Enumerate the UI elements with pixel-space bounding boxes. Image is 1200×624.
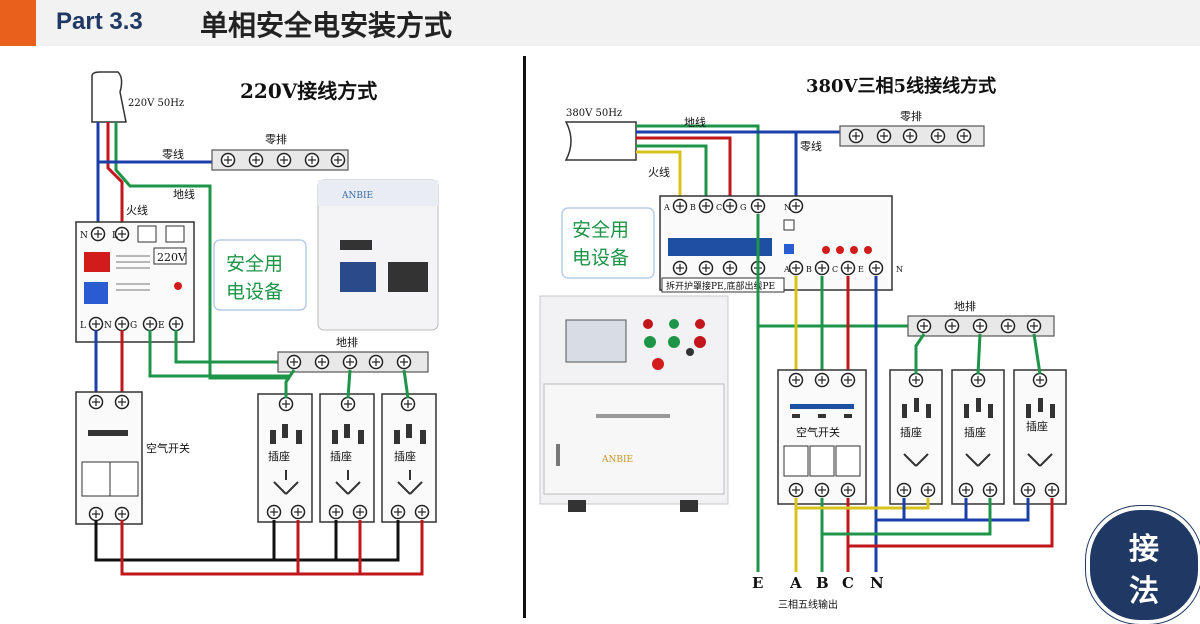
power-plug — [91, 71, 127, 123]
neutral-bus-label-380v: 零排 — [900, 109, 922, 123]
device-photo-left: ANBIE — [317, 179, 439, 331]
device-label-box-right — [561, 207, 655, 279]
neutral-label-380v: 零线 — [800, 139, 822, 153]
output-C: C — [842, 574, 854, 592]
svg-text:N: N — [104, 321, 112, 331]
air-breaker-220v — [75, 391, 143, 525]
svg-text:B: B — [690, 203, 696, 212]
ground-bus-label: 地排 — [336, 335, 358, 349]
page-title: 单相安全电安装方式 — [200, 9, 453, 42]
svg-text:B: B — [806, 265, 812, 274]
method-badge: 接 法 — [1086, 506, 1200, 624]
breaker-label-380v: 空气开关 — [796, 425, 840, 439]
socket-380v-2: 插座 — [951, 369, 1005, 505]
svg-text:安全用: 安全用 — [572, 219, 629, 241]
svg-text:电设备: 电设备 — [226, 281, 283, 303]
svg-text:L: L — [80, 321, 86, 331]
output-A: A — [789, 574, 802, 592]
device-note: 拆开护罩接PE,底部出线PE — [666, 280, 775, 292]
svg-text:插座: 插座 — [330, 449, 352, 463]
neutral-bus-label: 零排 — [265, 132, 287, 146]
badge-line1: 接 — [1129, 532, 1159, 567]
output-E: E — [752, 574, 763, 592]
svg-text:ANBIE: ANBIE — [341, 191, 373, 201]
neutral-label: 零线 — [162, 147, 184, 161]
display-220v: 220V — [157, 251, 187, 264]
live-label: 火线 — [126, 203, 148, 217]
wire-live-down — [106, 122, 124, 228]
air-breaker-380v — [777, 369, 867, 505]
output-N: N — [870, 574, 884, 592]
svg-text:插座: 插座 — [268, 449, 290, 463]
cabinet-photo: ANBIE — [539, 295, 729, 512]
svg-text:插座: 插座 — [394, 449, 416, 463]
svg-text:电设备: 电设备 — [572, 247, 629, 269]
svg-text:L: L — [112, 231, 118, 241]
svg-text:G: G — [740, 203, 746, 212]
svg-text:N: N — [896, 265, 903, 274]
ground-bus-label-380v: 地排 — [954, 299, 976, 313]
badge-line2: 法 — [1129, 574, 1159, 609]
ground-label-380v: 地线 — [684, 115, 706, 129]
svg-text:E: E — [158, 321, 165, 331]
socket-3: 插座 — [381, 393, 437, 523]
part-number: Part 3.3 — [56, 8, 143, 35]
diagram-380v: 380V三相5线接线方式 380V 50Hz 地线 零线 火线 零排 A B C… — [530, 54, 1086, 620]
socket-380v-3: 插座 — [1013, 369, 1067, 505]
svg-text:A: A — [783, 265, 790, 274]
panel-divider — [523, 56, 526, 618]
svg-text:插座: 插座 — [900, 425, 922, 439]
socket-1: 插座 — [257, 393, 313, 523]
title-380v: 380V三相5线接线方式 — [806, 75, 996, 97]
svg-text:ANBIE: ANBIE — [601, 455, 633, 465]
socket-2: 插座 — [319, 393, 375, 523]
output-B: B — [816, 574, 829, 592]
svg-text:E: E — [858, 265, 864, 274]
device-label-box-left — [213, 239, 307, 311]
socket-380v-1: 插座 — [889, 369, 943, 505]
header-bar: Part 3.3 单相安全电安装方式 — [0, 0, 1200, 46]
svg-text:G: G — [130, 321, 137, 331]
svg-text:C: C — [832, 265, 838, 274]
svg-text:N: N — [784, 203, 791, 212]
power-plug-380v — [564, 121, 637, 161]
diagram-220v: 220V接线方式 220V 50Hz 零线 地线 火线 零排 N L 220V … — [40, 54, 518, 620]
live-label-380v: 火线 — [648, 165, 670, 179]
svg-text:C: C — [716, 203, 722, 212]
title-220v: 220V接线方式 — [240, 79, 377, 103]
source-label-380v: 380V 50Hz — [566, 108, 622, 119]
breaker-label-220v: 空气开关 — [146, 441, 190, 455]
output-caption: 三相五线输出 — [778, 598, 838, 611]
svg-text:插座: 插座 — [1026, 419, 1048, 433]
source-label-220v: 220V 50Hz — [128, 98, 184, 109]
svg-text:A: A — [663, 203, 670, 212]
svg-text:插座: 插座 — [964, 425, 986, 439]
ground-label: 地线 — [173, 187, 195, 201]
header-accent — [0, 0, 36, 46]
svg-text:N: N — [80, 231, 88, 241]
svg-text:安全用: 安全用 — [226, 253, 283, 275]
